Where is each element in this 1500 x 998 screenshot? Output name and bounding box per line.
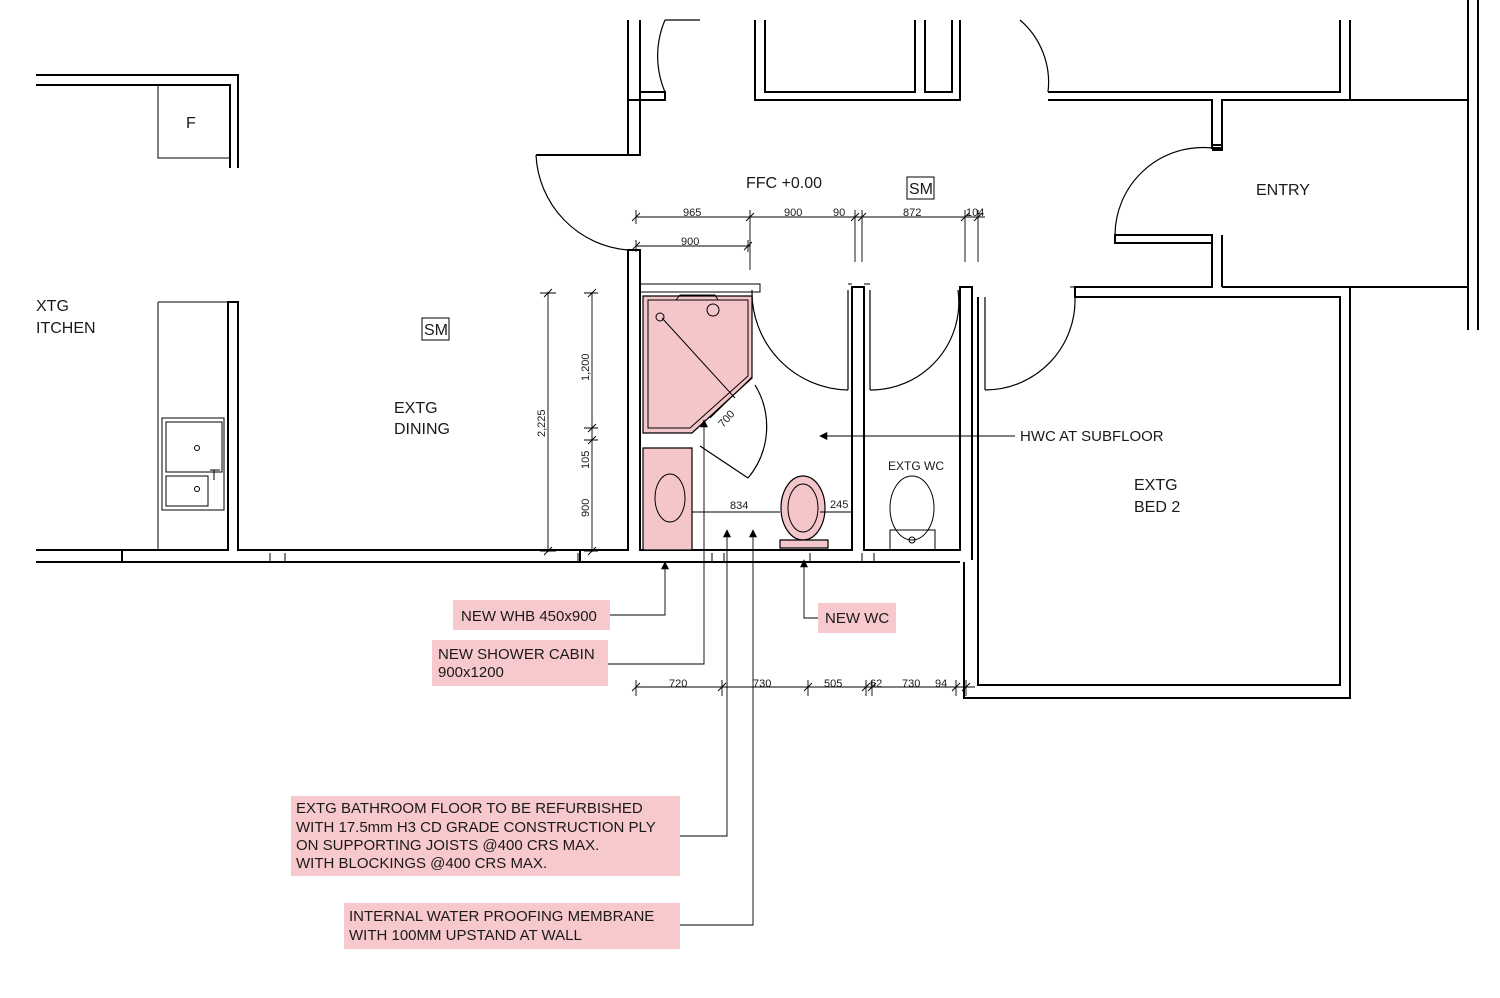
dim-62: 62 bbox=[870, 678, 882, 690]
annotations: HWC AT SUBFLOOR NEW WHB 450x900 NEW SHOW… bbox=[291, 428, 1164, 949]
dim-245: 245 bbox=[830, 499, 848, 511]
kitchen-label-line2: ITCHEN bbox=[36, 320, 96, 337]
shower-note-line1: NEW SHOWER CABIN bbox=[438, 646, 595, 663]
dining-label-line2: DINING bbox=[394, 421, 450, 438]
shower-note-line2: 900x1200 bbox=[438, 664, 504, 681]
extg-wc-label: EXTG WC bbox=[888, 459, 944, 473]
dim-965: 965 bbox=[683, 207, 701, 219]
bed2-label-line1: EXTG bbox=[1134, 477, 1178, 494]
dim-104: 104 bbox=[966, 207, 984, 219]
membrane-note-line2: WITH 100MM UPSTAND AT WALL bbox=[349, 927, 582, 944]
dim-1200: 1,200 bbox=[580, 353, 592, 381]
membrane-note-line1: INTERNAL WATER PROOFING MEMBRANE bbox=[349, 908, 654, 925]
room-labels: XTG ITCHEN F FFC +0.00 SM SM ENTRY EXTG … bbox=[36, 115, 1310, 516]
whb-note: NEW WHB 450x900 bbox=[461, 608, 597, 625]
walls bbox=[36, 0, 1479, 699]
dim-94: 94 bbox=[935, 678, 947, 690]
shower-cabin bbox=[642, 295, 753, 434]
dim-105: 105 bbox=[580, 451, 592, 469]
dim-900-second: 900 bbox=[681, 236, 699, 248]
dining-label-line1: EXTG bbox=[394, 400, 438, 417]
doors bbox=[535, 19, 1213, 391]
ffc-label: FFC +0.00 bbox=[746, 175, 822, 192]
fixtures bbox=[642, 294, 936, 551]
fridge-label: F bbox=[186, 115, 196, 132]
new-toilet bbox=[779, 475, 829, 549]
floor-note-line1: EXTG BATHROOM FLOOR TO BE REFURBISHED bbox=[296, 800, 643, 817]
dimension-labels: 965 900 90 872 104 900 2,225 1,200 105 9… bbox=[536, 207, 984, 690]
entry-label: ENTRY bbox=[1256, 182, 1310, 199]
dim-700: 700 bbox=[716, 408, 737, 430]
dim-90: 90 bbox=[833, 207, 845, 219]
hwc-note: HWC AT SUBFLOOR bbox=[1020, 428, 1164, 445]
dim-2225: 2,225 bbox=[536, 409, 548, 437]
dim-720: 720 bbox=[669, 678, 687, 690]
leader-lines bbox=[607, 419, 1015, 926]
existing-toilet bbox=[889, 475, 936, 551]
wc-note: NEW WC bbox=[825, 610, 889, 627]
smoke-detector-top: SM bbox=[909, 181, 933, 198]
floor-note-line4: WITH BLOCKINGS @400 CRS MAX. bbox=[296, 855, 547, 872]
dim-505: 505 bbox=[824, 678, 842, 690]
smoke-detector-dining: SM bbox=[424, 322, 448, 339]
dim-900-left: 900 bbox=[580, 499, 592, 517]
dim-900-top: 900 bbox=[784, 207, 802, 219]
dim-730-second: 730 bbox=[902, 678, 920, 690]
dim-730-first: 730 bbox=[753, 678, 771, 690]
dim-872: 872 bbox=[903, 207, 921, 219]
floor-note-line3: ON SUPPORTING JOISTS @400 CRS MAX. bbox=[296, 837, 599, 854]
floor-note-line2: WITH 17.5mm H3 CD GRADE CONSTRUCTION PLY bbox=[296, 819, 656, 836]
bed2-label-line2: BED 2 bbox=[1134, 499, 1180, 516]
wash-basin bbox=[642, 447, 693, 551]
dim-834: 834 bbox=[730, 500, 748, 512]
dimension-lines bbox=[540, 210, 985, 696]
kitchen-label-line1: XTG bbox=[36, 298, 69, 315]
